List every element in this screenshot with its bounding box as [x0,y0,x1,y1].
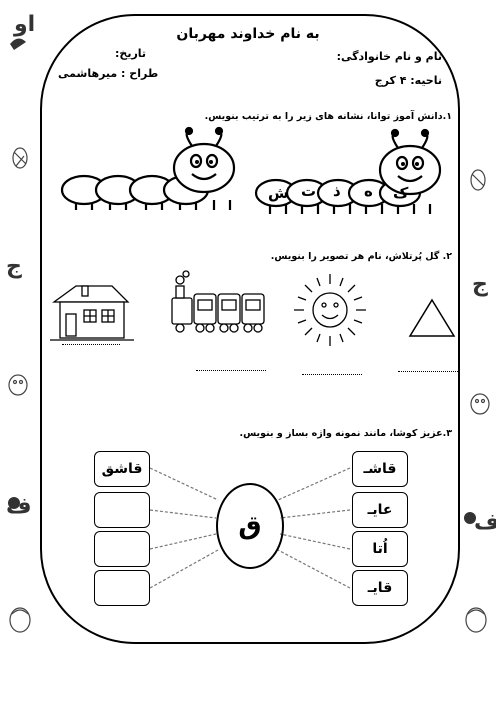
right-word-box-1: قاشـ [352,451,408,487]
right-word-3: اُتا [372,541,388,557]
caterpillar-letter-2: ه [364,182,373,200]
margin-letter-jim-right: ج [472,272,488,297]
answer-line-house[interactable] [62,344,120,345]
caterpillar-letter-5: ش [268,184,289,202]
right-word-box-3: اُتا [352,531,408,567]
section3-instruction: ۳.عزیز کوشا، مانند نمونه واژه بساز و بنو… [239,428,452,439]
designer-label: طراح : میرهاشمی [58,67,159,80]
caterpillar-letter-3: ذ [333,182,341,200]
margin-letter-fe-right: ف [474,510,496,535]
date-label: تاریخ: [115,47,147,60]
section2-instruction: ۲. گل پُرتلاش، نام هر تصویر را بنویس. [270,251,452,262]
caterpillar-letter-4: ت [301,182,317,200]
right-word-1: قاشـ [363,461,397,477]
worksheet-border [40,14,460,644]
name-label: نام و نام خانوادگی: [336,50,442,63]
section1-instruction: ۱.دانش آموز توانا، نشانه های زیر را به ت… [204,111,452,122]
left-word-example: قاشق [101,461,143,477]
left-word-box-4[interactable] [94,570,150,606]
left-word-box-3[interactable] [94,531,150,567]
answer-line-train[interactable] [196,370,266,371]
answer-line-sun[interactable] [302,374,362,375]
left-word-box-1[interactable]: قاشق [94,451,150,487]
page-title: به نام خداوند مهربان [176,26,320,42]
answer-line-triangle[interactable] [398,371,458,372]
center-letter: ق [238,511,262,541]
caterpillar-left-legs [74,200,232,210]
caterpillar-letter-1: ک [393,184,409,202]
left-word-box-2[interactable] [94,492,150,528]
region-label: ناحیه: ۴ کرج [374,74,442,87]
right-word-box-2: عایـ [352,492,408,528]
right-word-box-4: قایـ [352,570,408,606]
margin-letter-oo: او [14,12,36,37]
margin-letter-jim-left: ج [6,254,22,279]
right-word-4: قایـ [367,580,393,596]
right-word-2: عایـ [367,502,393,518]
center-letter-circle: ق [216,483,284,569]
